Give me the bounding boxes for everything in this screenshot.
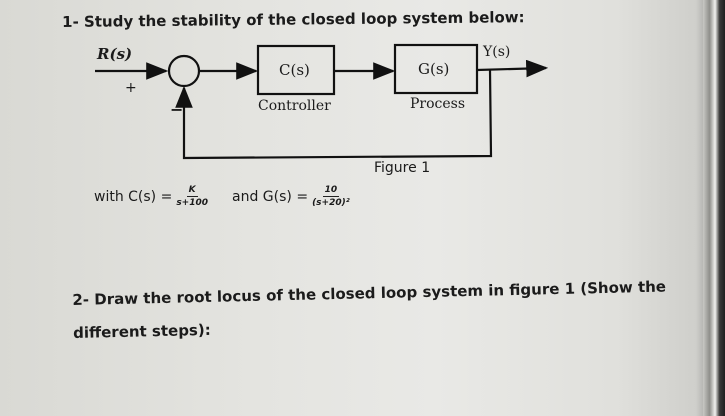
feedback-path — [175, 69, 493, 160]
c-numerator: K — [186, 185, 198, 197]
figure-caption: Figure 1 — [374, 160, 431, 176]
output-arrow — [476, 59, 549, 78]
transfer-functions: with C(s) = K s+100 and G(s) = 10 (s+20)… — [94, 185, 354, 208]
controller-label: Controller — [258, 98, 331, 114]
with-c-text: with C(s) = — [94, 188, 173, 205]
paper-edge — [703, 0, 725, 416]
process-block-label: G(s) — [418, 60, 450, 78]
plus-sign: + — [125, 80, 137, 96]
g-denominator: (s+20)² — [312, 198, 350, 208]
process-label: Process — [410, 96, 466, 112]
output-label: Y(s) — [483, 44, 511, 60]
and-g-text: and G(s) = — [232, 188, 309, 205]
c-denominator: s+100 — [176, 198, 209, 208]
question-2-number: 2- — [72, 290, 90, 309]
question-2-text: Draw the root locus of the closed loop s… — [72, 277, 667, 342]
g-numerator: 10 — [322, 185, 340, 197]
summing-junction — [167, 54, 201, 88]
minus-sign: − — [170, 100, 184, 119]
c-fraction: K s+100 — [176, 185, 208, 208]
g-fraction: 10 (s+20)² — [312, 185, 350, 208]
input-label: R(s) — [97, 45, 133, 63]
controller-block-label: C(s) — [279, 61, 310, 79]
